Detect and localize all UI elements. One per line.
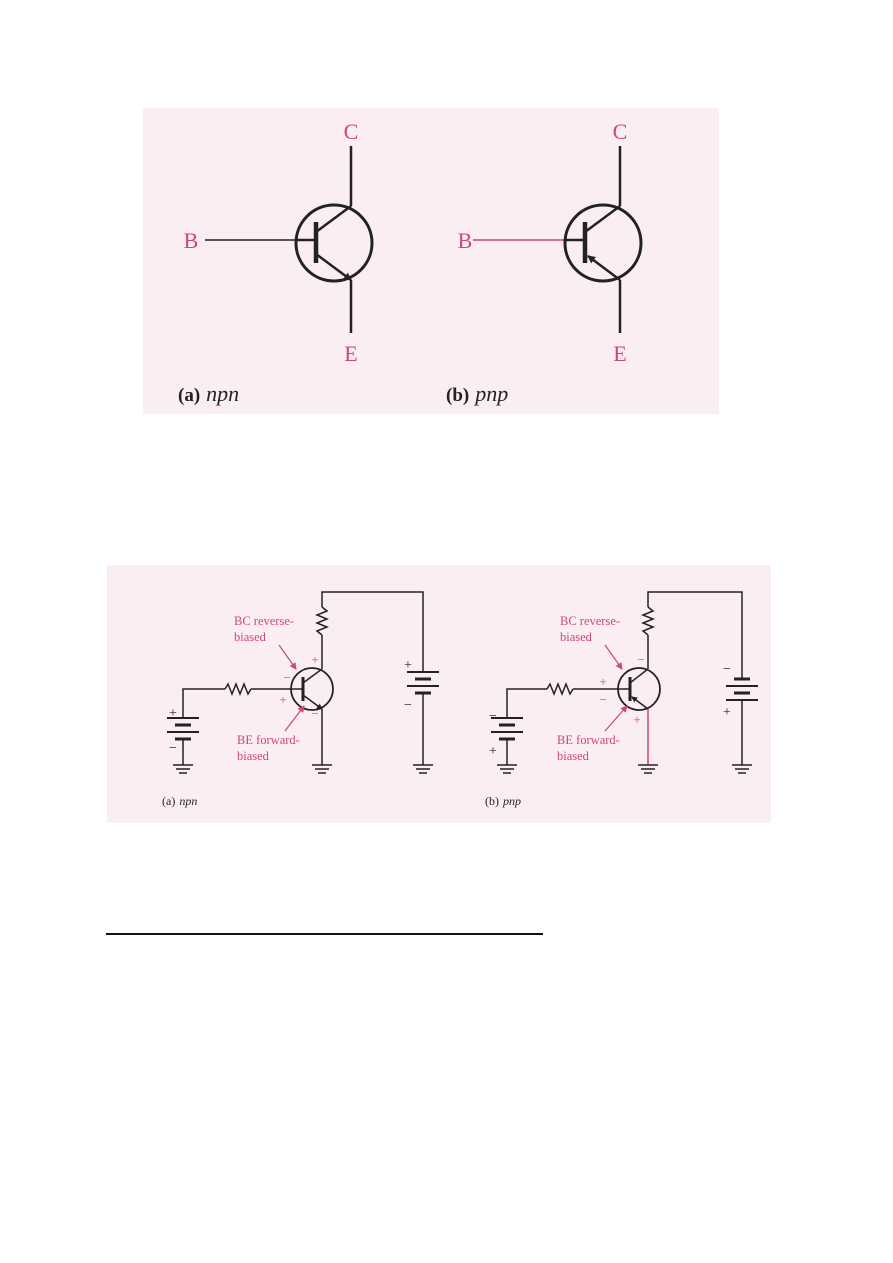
npn-base-label: B xyxy=(184,228,199,253)
npn-base-battery-top-sign: + xyxy=(169,706,177,721)
npn-be-base-sign: + xyxy=(279,692,286,707)
pnp-collector-label: C xyxy=(613,119,628,144)
transistor-symbols-svg: C B E (a)npn C B E (b)pnp xyxy=(178,119,643,406)
pnp-collector-ground xyxy=(732,764,752,774)
pnp-collector-battery-top-sign: − xyxy=(723,662,731,677)
pnp-collector-battery xyxy=(726,672,758,765)
pnp-bc-note-line1: BC reverse- xyxy=(560,614,620,628)
npn-base-battery-bottom-sign: − xyxy=(169,741,177,756)
npn-collector-resistor xyxy=(314,606,330,636)
pnp-be-emitter-sign: + xyxy=(633,712,640,727)
npn-collector-label: C xyxy=(344,119,359,144)
pnp-base-battery xyxy=(491,692,523,765)
pnp-base-resistor xyxy=(546,681,574,697)
npn-bc-base-sign: − xyxy=(283,670,290,685)
pnp-emitter-arrow xyxy=(587,255,621,281)
pnp-be-base-sign: − xyxy=(599,692,606,707)
npn-bc-collector-sign: + xyxy=(311,652,318,667)
npn-bc-note-line1: BC reverse- xyxy=(234,614,294,628)
pnp-be-pointer xyxy=(604,705,628,732)
pnp-caption: (b)pnp xyxy=(446,381,508,406)
npn-emitter-label: E xyxy=(344,341,357,366)
npn-bc-pointer xyxy=(278,644,297,670)
npn-be-note-line2: biased xyxy=(237,749,270,763)
npn-be-note-line1: BE forward- xyxy=(237,733,300,747)
npn-collector-battery-bottom-sign: − xyxy=(404,698,412,713)
npn-be-pointer xyxy=(284,705,305,732)
pnp-base-battery-top-sign: − xyxy=(489,709,497,724)
npn-bias-circuit: + − + xyxy=(162,591,439,808)
npn-bias-transistor xyxy=(290,667,334,711)
npn-emitter-arrow xyxy=(315,252,352,282)
pnp-bc-note-line2: biased xyxy=(560,630,593,644)
npn-emitter-ground xyxy=(312,764,332,774)
pnp-collector-resistor xyxy=(640,606,656,636)
pnp-bc-base-sign: + xyxy=(599,674,606,689)
npn-envelope xyxy=(294,203,374,283)
pnp-bias-circuit: − + xyxy=(485,591,758,808)
npn-bias-caption: (a)npn xyxy=(162,794,197,808)
pnp-symbol: C B E (b)pnp xyxy=(446,119,643,406)
npn-caption: (a)npn xyxy=(178,381,239,406)
npn-collector-ground xyxy=(413,764,433,774)
pnp-bias-caption: (b)pnp xyxy=(485,794,521,808)
horizontal-rule xyxy=(106,933,543,935)
pnp-base-label: B xyxy=(458,228,473,253)
pnp-be-note-line1: BE forward- xyxy=(557,733,620,747)
pnp-base-battery-bottom-sign: + xyxy=(489,744,497,759)
transistor-biasing-svg: + − + xyxy=(162,591,758,808)
pnp-bc-collector-sign: − xyxy=(637,652,644,667)
transistor-biasing-figure: + − + xyxy=(107,565,771,823)
pnp-be-note-line2: biased xyxy=(557,749,590,763)
pnp-collector-line xyxy=(584,204,621,234)
npn-base-ground xyxy=(173,764,193,774)
npn-base-battery xyxy=(167,692,199,765)
npn-base-resistor xyxy=(224,681,252,697)
npn-collector-battery-top-sign: + xyxy=(404,658,412,673)
pnp-collector-battery-bottom-sign: + xyxy=(723,705,731,720)
npn-symbol: C B E (a)npn xyxy=(178,119,374,406)
pnp-emitter-label: E xyxy=(613,341,626,366)
pnp-base-ground xyxy=(497,764,517,774)
pnp-emitter-ground xyxy=(638,764,658,774)
npn-be-emitter-sign: − xyxy=(311,706,318,721)
npn-collector-battery xyxy=(407,671,439,765)
npn-collector-line xyxy=(315,204,352,234)
npn-bc-note-line2: biased xyxy=(234,630,267,644)
pnp-bias-transistor xyxy=(617,667,661,711)
pnp-envelope xyxy=(563,203,643,283)
pnp-bc-pointer xyxy=(604,644,623,670)
transistor-symbols-figure: C B E (a)npn C B E (b)pnp xyxy=(143,108,719,414)
